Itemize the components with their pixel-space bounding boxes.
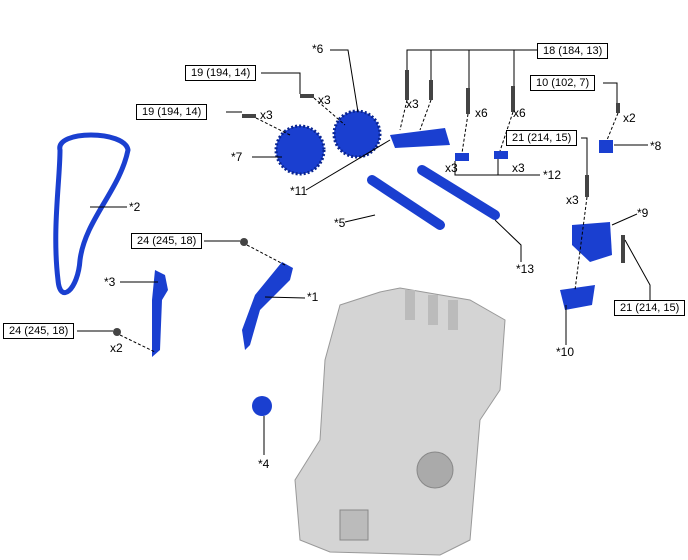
torque-spec-24: 24 (245, 18) <box>131 233 203 249</box>
quantity-label: x3 <box>566 193 579 207</box>
part-9 <box>572 222 612 262</box>
callout-6: *6 <box>312 42 324 56</box>
torque-spec-24: 24 (245, 18) <box>3 323 75 339</box>
engine-block <box>294 287 506 556</box>
timing-chain <box>53 132 131 296</box>
quantity-label: x3 <box>406 97 419 111</box>
quantity-label: x3 <box>445 161 458 175</box>
callout-13: *13 <box>516 262 535 276</box>
quantity-label: x3 <box>260 108 273 122</box>
bearing-cap <box>494 151 508 159</box>
torque-spec-18: 18 (184, 13) <box>537 43 609 59</box>
quantity-label: x3 <box>318 93 331 107</box>
callout-5: *5 <box>334 216 346 230</box>
leader-lines <box>77 49 651 455</box>
callout-7: *7 <box>231 150 243 164</box>
callout-9: *9 <box>637 206 649 220</box>
callout-2: *2 <box>129 200 141 214</box>
quantity-label: x3 <box>512 161 525 175</box>
bolts <box>113 70 625 336</box>
part-10 <box>560 285 595 310</box>
torque-spec-21: 21 (214, 15) <box>506 130 578 146</box>
cam-housing-11 <box>390 128 450 148</box>
torque-spec-10: 10 (102, 7) <box>530 75 596 91</box>
torque-spec-19: 19 (194, 14) <box>136 104 208 120</box>
callout-4: *4 <box>258 457 270 471</box>
quantity-label: x6 <box>513 106 526 120</box>
part-8 <box>599 140 613 153</box>
callout-11: *11 <box>290 184 308 198</box>
callout-8: *8 <box>650 139 662 153</box>
camshaft-5 <box>367 175 445 230</box>
torque-spec-19: 19 (194, 14) <box>185 65 257 81</box>
callout-12: *12 <box>543 168 562 182</box>
chain-guide <box>152 270 168 357</box>
tensioner-arm <box>242 262 293 350</box>
callout-1: *1 <box>307 290 319 304</box>
crank-sprocket <box>252 396 272 416</box>
camshaft-13 <box>417 165 500 220</box>
torque-spec-21: 21 (214, 15) <box>614 300 686 316</box>
quantity-label: x2 <box>623 111 636 125</box>
sprocket-7 <box>274 124 326 176</box>
quantity-label: x6 <box>475 106 488 120</box>
quantity-label: x2 <box>110 341 123 355</box>
callout-3: *3 <box>104 275 116 289</box>
bearing-cap <box>455 153 469 161</box>
callout-10: *10 <box>556 345 575 359</box>
sprocket-6 <box>332 109 382 159</box>
